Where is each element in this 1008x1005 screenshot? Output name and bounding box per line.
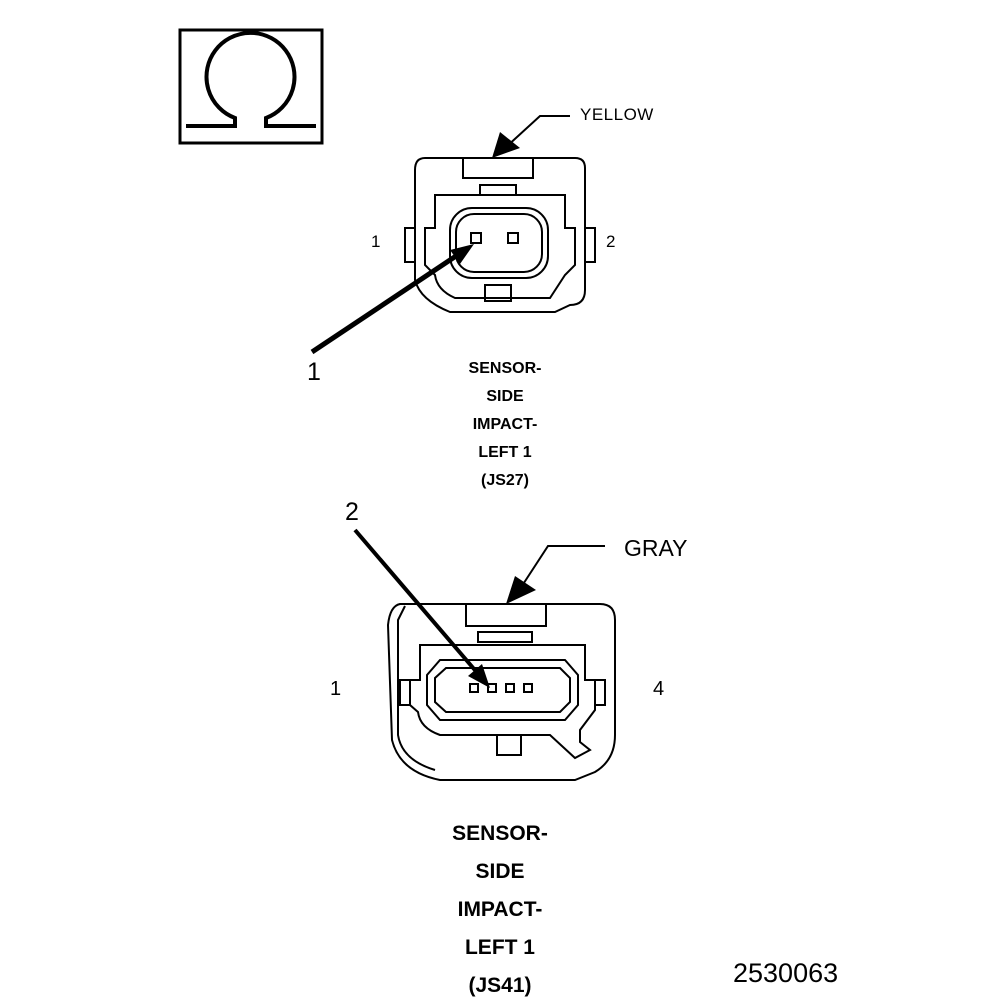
pin-number-right: 2 [606,232,616,251]
connector-color-label: GRAY [624,535,688,561]
caption-line: SENSOR- [452,822,548,845]
ohm-meter-icon [178,28,324,145]
pin-number-right: 4 [653,678,665,700]
connector-top-drawing [404,157,596,313]
callout-number: 2 [345,498,359,526]
caption-line: SENSOR- [468,360,542,377]
color-leader-bottom [506,545,605,604]
caption-line: SIDE [475,860,525,883]
caption-line: IMPACT- [457,898,543,921]
caption-line: LEFT 1 [478,444,532,461]
connector-caption: SENSOR- SIDE IMPACT- LEFT 1 (JS27) [420,355,590,495]
connector-caption: SENSOR- SIDE IMPACT- LEFT 1 (JS41) [400,815,600,1005]
callout-arrow-1 [310,244,474,355]
callout-arrow-2 [353,528,490,688]
connector-bottom-drawing [386,603,616,781]
caption-line: (JS27) [480,472,530,489]
connector-color-label: YELLOW [580,105,654,124]
figure-number: 2530063 [733,958,839,988]
color-leader-top [492,115,570,158]
pin-number-left: 1 [371,232,381,251]
caption-line: (JS41) [468,974,532,997]
pin-number-left: 1 [330,678,342,700]
caption-line: IMPACT- [472,416,538,433]
caption-line: LEFT 1 [464,936,535,959]
caption-line: SIDE [486,388,524,405]
callout-number: 1 [307,358,321,386]
